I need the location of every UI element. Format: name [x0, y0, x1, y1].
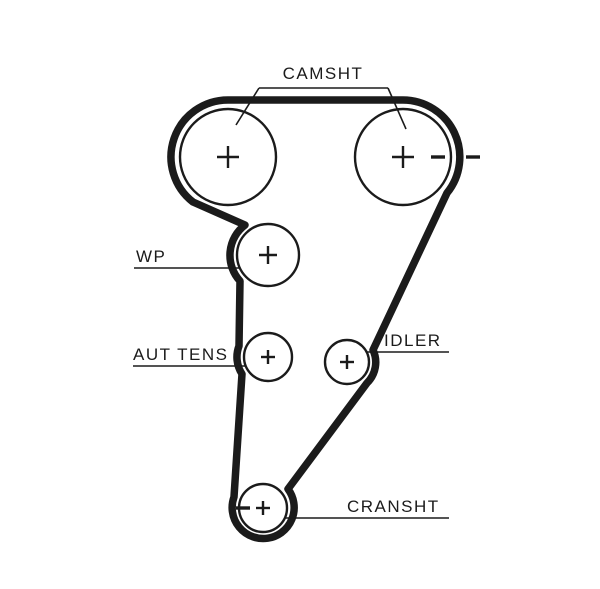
crankshaft-pulley [236, 482, 289, 534]
plus-mark-icon [392, 146, 414, 168]
timing-belt-path [167, 96, 464, 543]
camsht-leader-line [235, 87, 407, 130]
water-pump-pulley [235, 222, 301, 288]
plus-mark-icon [340, 355, 354, 369]
aut-tens-label: AUT TENS [133, 345, 228, 364]
camsht-label: CAMSHT [283, 64, 364, 83]
plus-mark-icon [261, 350, 275, 364]
idler-label: IDLER [384, 331, 442, 350]
auto-tensioner-pulley [242, 331, 294, 383]
cransht-label: CRANSHT [347, 497, 440, 516]
idler-pulley [323, 338, 371, 386]
plus-mark-icon [259, 246, 277, 264]
plus-mark-icon [256, 501, 270, 515]
camshaft-left-pulley [178, 107, 278, 207]
camshaft-right-pulley [353, 107, 480, 207]
wp-label: WP [136, 247, 166, 266]
plus-mark-icon [217, 146, 239, 168]
